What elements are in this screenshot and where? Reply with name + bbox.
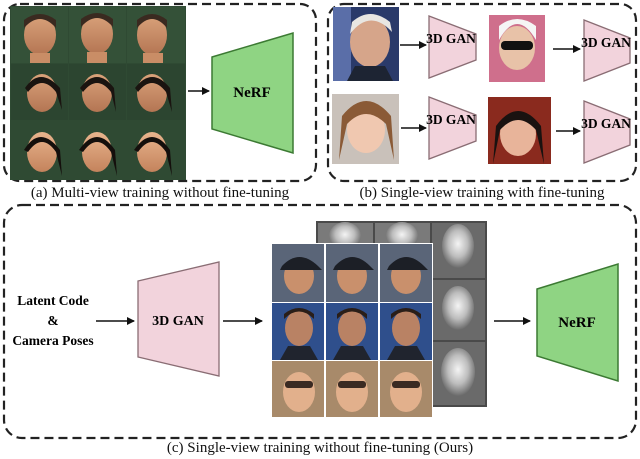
input-label-ampersand: & [47,313,58,328]
generated-face-grid [271,243,433,418]
panel-b-caption: (b) Single-view training with fine-tunin… [359,185,605,201]
multi-view-face-grid [10,6,186,180]
face-thumbnail [272,244,324,302]
face-thumbnail [380,361,432,417]
face-thumbnail [11,7,68,63]
gan-label: 3D GAN [426,31,476,46]
face-thumbnail [127,121,185,179]
face-thumbnail [69,7,126,63]
face-thumbnail [272,361,324,417]
nerf-label-c: NeRF [558,315,596,331]
face-photo [488,97,551,164]
face-thumbnail [272,303,324,360]
gan-block [428,15,477,79]
face-thumbnail [69,64,126,120]
nerf-label-a: NeRF [233,85,271,101]
gan-label: 3D GAN [581,35,631,50]
face-thumbnail [127,64,185,120]
gan-label-c: 3D GAN [152,314,204,329]
gan-block [583,19,631,82]
gan-block-c [137,261,220,377]
panel-a-border [2,2,318,183]
nerf-block-c [536,262,619,383]
gan-label: 3D GAN [426,112,476,127]
face-thumbnail [326,303,378,360]
face-photo [333,7,399,81]
gan-block [428,96,477,160]
face-thumbnail [11,121,68,179]
panel-b-border [326,2,638,183]
nerf-block-a [211,31,294,155]
input-label-latent-code: Latent Code [17,293,89,308]
face-thumbnail [380,244,432,302]
face-thumbnail [11,64,68,120]
panel-c-border [2,203,638,440]
face-thumbnail [69,121,126,179]
input-label-camera-poses: Camera Poses [12,333,93,348]
gan-label: 3D GAN [581,116,631,131]
face-thumbnail [326,244,378,302]
face-photo [332,94,399,164]
gan-block [583,100,631,164]
panel-c-caption: (c) Single-view training without fine-tu… [166,440,474,456]
face-thumbnail [127,7,185,63]
face-thumbnail [326,361,378,417]
face-thumbnail [380,303,432,360]
panel-a-caption: (a) Multi-view training without fine-tun… [30,185,290,201]
face-photo [489,15,545,82]
